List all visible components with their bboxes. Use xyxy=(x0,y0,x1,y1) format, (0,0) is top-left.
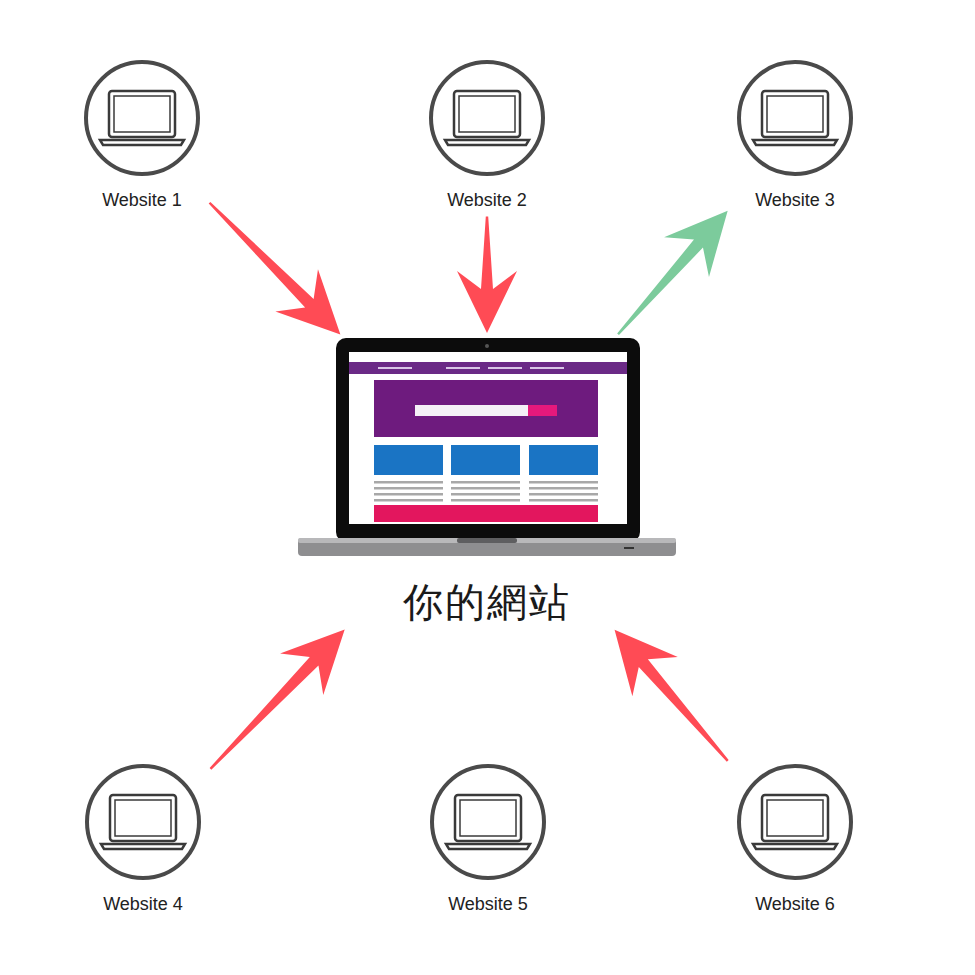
icon-base xyxy=(753,844,837,849)
website-label: Website 4 xyxy=(103,894,183,916)
site-nav-item xyxy=(378,367,412,369)
icon-display xyxy=(114,96,170,132)
site-nav-item xyxy=(446,367,480,369)
site-search-field xyxy=(415,405,528,416)
site-card xyxy=(451,445,520,475)
website-label: Website 5 xyxy=(448,894,528,916)
icon-screen xyxy=(762,91,828,137)
site-text-line xyxy=(451,499,520,502)
laptop-camera xyxy=(485,344,489,348)
icon-base xyxy=(445,140,529,145)
website-node: Website 1 xyxy=(78,58,206,212)
icon-base xyxy=(446,844,530,849)
node-shape xyxy=(427,58,547,178)
node-shape xyxy=(735,762,855,882)
icon-display xyxy=(460,800,516,836)
node-shape xyxy=(735,58,855,178)
node-circle xyxy=(86,62,198,174)
site-card xyxy=(529,445,598,475)
icon-screen xyxy=(455,795,521,841)
site-text-line xyxy=(529,493,598,496)
site-search-button xyxy=(528,405,557,416)
icon-base xyxy=(100,140,184,145)
laptop-notch xyxy=(457,538,517,543)
laptop-icon xyxy=(753,91,837,145)
website-node: Website 2 xyxy=(423,58,551,212)
site-hero xyxy=(374,380,598,437)
icon-screen xyxy=(110,795,176,841)
site-text-line xyxy=(451,493,520,496)
arrow-connector xyxy=(209,202,341,335)
laptop-icon xyxy=(753,795,837,849)
website-label: Website 3 xyxy=(755,190,835,212)
site-text-line xyxy=(374,487,443,490)
site-nav-item xyxy=(530,367,564,369)
icon-base xyxy=(753,140,837,145)
website-label: Website 6 xyxy=(755,894,835,916)
laptop-base xyxy=(298,538,676,556)
laptop-icon xyxy=(100,91,184,145)
node-circle xyxy=(87,766,199,878)
site-footer xyxy=(374,505,598,522)
icon-screen xyxy=(454,91,520,137)
icon-display xyxy=(767,96,823,132)
node-shape xyxy=(82,58,202,178)
site-text-line xyxy=(529,481,598,484)
arrow-connector xyxy=(457,217,517,333)
laptop-base-edge xyxy=(298,538,676,543)
website-node: Website 4 xyxy=(79,762,207,916)
site-text-line xyxy=(529,499,598,502)
website-label: Website 1 xyxy=(102,190,182,212)
arrow-connector xyxy=(210,630,345,770)
node-circle xyxy=(739,766,851,878)
site-text-line xyxy=(529,487,598,490)
site-text-line xyxy=(374,499,443,502)
laptop-screen xyxy=(349,352,627,524)
node-shape xyxy=(83,762,203,882)
icon-screen xyxy=(109,91,175,137)
site-nav-bar xyxy=(349,362,627,374)
icon-display xyxy=(459,96,515,132)
website-node: Website 5 xyxy=(424,762,552,916)
icon-screen xyxy=(762,795,828,841)
icon-display xyxy=(115,800,171,836)
website-node: Website 6 xyxy=(731,762,859,916)
node-circle xyxy=(431,62,543,174)
site-text-line xyxy=(451,487,520,490)
icon-base xyxy=(101,844,185,849)
site-nav-item xyxy=(488,367,522,369)
arrow-connector xyxy=(617,211,728,335)
website-label: Website 2 xyxy=(447,190,527,212)
site-text-line xyxy=(374,493,443,496)
node-circle xyxy=(739,62,851,174)
laptop-bezel xyxy=(336,338,640,542)
laptop-icon xyxy=(446,795,530,849)
laptop-icon xyxy=(101,795,185,849)
site-title: 你的網站 xyxy=(403,578,571,626)
arrow-connector xyxy=(615,630,729,762)
laptop-port xyxy=(624,547,634,549)
node-shape xyxy=(428,762,548,882)
site-text-line xyxy=(374,481,443,484)
site-node: 你的網站 xyxy=(298,338,676,626)
site-card xyxy=(374,445,443,475)
website-node: Website 3 xyxy=(731,58,859,212)
icon-display xyxy=(767,800,823,836)
node-circle xyxy=(432,766,544,878)
site-text-line xyxy=(451,481,520,484)
laptop-icon xyxy=(445,91,529,145)
laptop-illustration xyxy=(298,338,676,558)
